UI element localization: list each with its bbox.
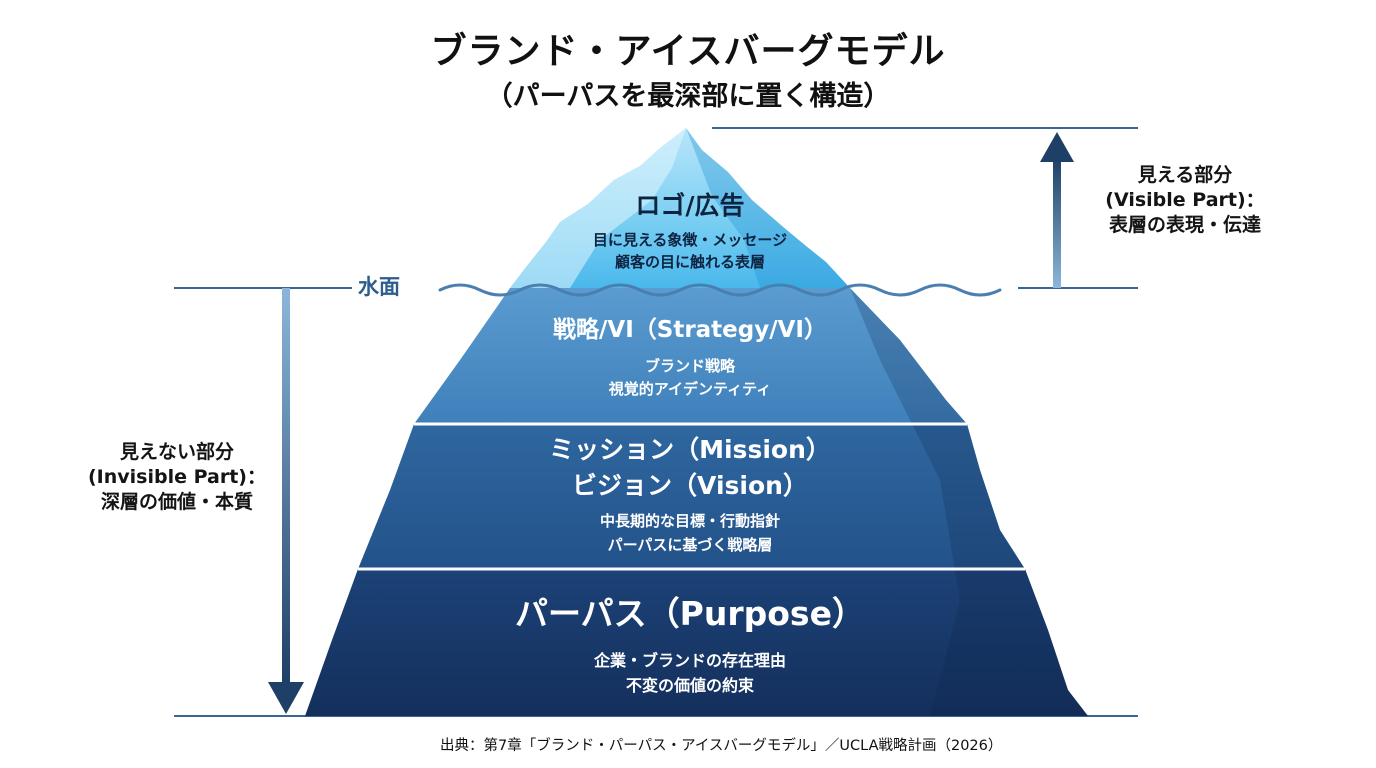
tip-shadow-facet (686, 128, 850, 288)
tip-desc-1: 目に見える象徴・メッセージ (592, 231, 788, 249)
visible-part-line-2: (Visible Part)： (1105, 189, 1265, 212)
invisible-arrow-head (268, 682, 304, 714)
invisible-part-line-1: 見えない部分 (119, 441, 234, 463)
invisible-part-label: 見えない部分 (Invisible Part)： 深層の価値・本質 (72, 440, 282, 515)
underwater-shadow-facet (850, 288, 1088, 716)
source-citation: 出典：第7章「ブランド・パーパス・アイスバーグモデル」／UCLA戦略計画（202… (440, 738, 1003, 754)
waterline-label: 水面 (358, 275, 400, 299)
tip-heading: ロゴ/広告 (635, 191, 745, 220)
purpose-desc-2: 不変の価値の約束 (625, 676, 754, 695)
visible-part-line-3: 表層の表現・伝達 (1108, 214, 1261, 237)
vision-heading: ビジョン（Vision） (572, 471, 808, 500)
page-title: ブランド・アイスバーグモデル (430, 31, 946, 72)
mission-desc-1: 中長期的な目標・行動指針 (599, 512, 780, 530)
strategy-layer (414, 288, 967, 424)
visible-part-label: 見える部分 (Visible Part)： 表層の表現・伝達 (1075, 163, 1295, 238)
strategy-desc-1: ブランド戦略 (644, 357, 735, 375)
tip-desc-2: 顧客の目に触れる表層 (614, 253, 765, 271)
invisible-arrow-shaft (282, 288, 290, 684)
page-subtitle: （パーパスを最深部に置く構造） (485, 81, 891, 112)
purpose-desc-1: 企業・ブランドの存在理由 (593, 651, 786, 670)
visible-arrow-head (1040, 132, 1074, 162)
water-surface-wave (438, 283, 1002, 297)
strategy-desc-2: 視覚的アイデンティティ (608, 380, 772, 398)
visible-arrow-shaft (1053, 158, 1061, 288)
invisible-part-line-3: 深層の価値・本質 (100, 491, 253, 514)
mission-heading: ミッション（Mission） (549, 435, 831, 464)
strategy-heading: 戦略/VI（Strategy/VI） (553, 317, 827, 343)
mission-layer (358, 424, 1025, 569)
purpose-heading: パーパス（Purpose） (515, 594, 865, 633)
invisible-part-line-2: (Invisible Part)： (88, 466, 266, 489)
purpose-layer (305, 569, 1088, 716)
visible-part-line-1: 見える部分 (1137, 164, 1233, 186)
mission-desc-2: パーパスに基づく戦略層 (607, 536, 773, 554)
tip-highlight-facet (510, 128, 686, 288)
